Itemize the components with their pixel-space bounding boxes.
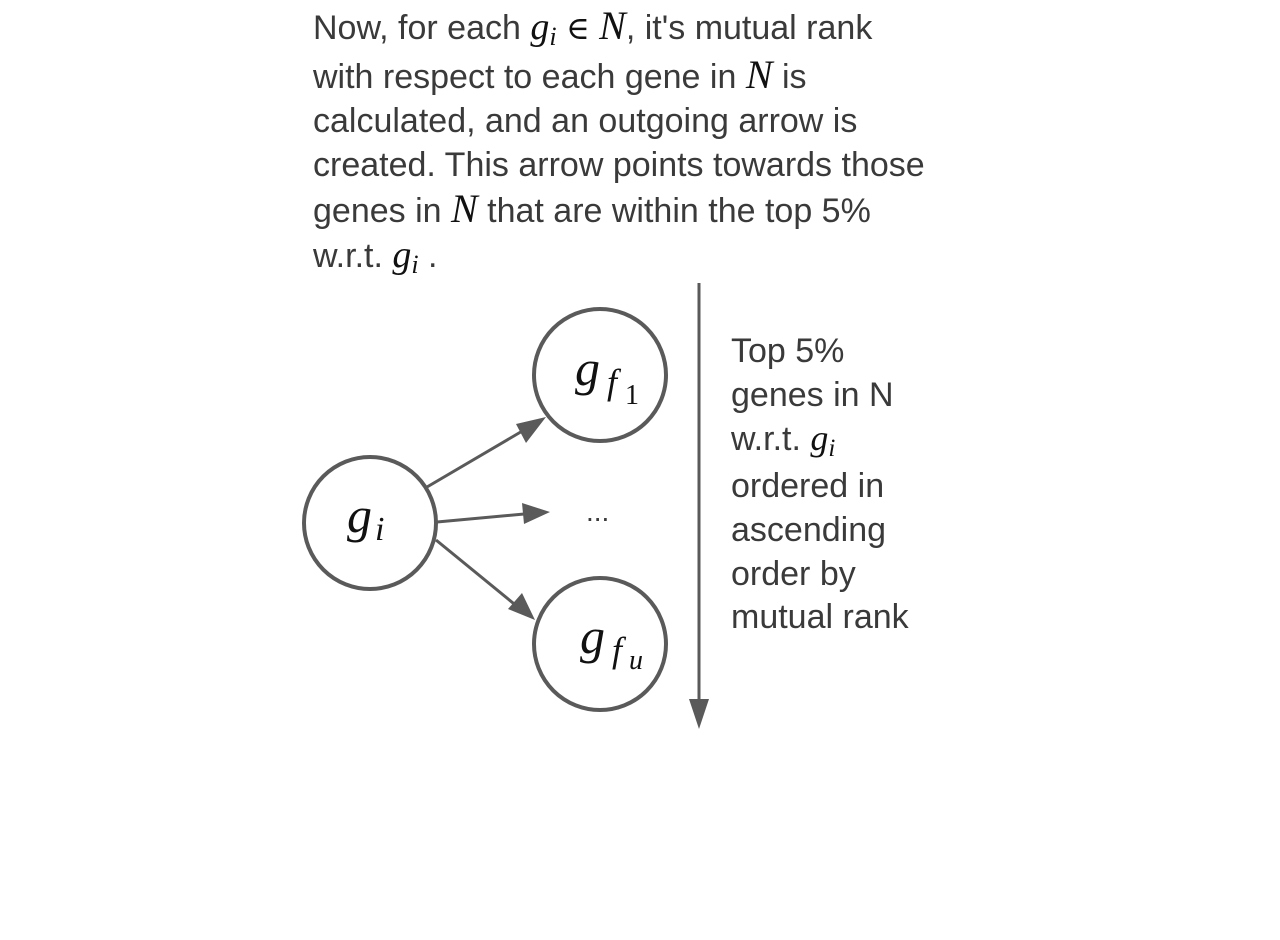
- math-sub-i: i: [828, 435, 836, 463]
- arrowhead-middle: [522, 503, 550, 524]
- text-segment: .: [418, 237, 438, 275]
- edge-to-middle: [436, 511, 536, 524]
- ranking-description: Top 5% genes in N w.r.t. gi ordered in a…: [731, 330, 909, 640]
- text-segment: w.r.t.: [313, 237, 393, 275]
- arrowhead-top: [516, 417, 546, 443]
- math-element-of: ∈: [566, 9, 590, 47]
- paragraph-line-2: with respect to each gene in N is: [313, 53, 983, 99]
- math-sub-i: i: [549, 22, 557, 51]
- math-N: N: [745, 52, 773, 97]
- side-line-7: mutual rank: [731, 598, 909, 637]
- side-line-2: genes in N: [731, 375, 894, 414]
- paragraph-line-1: Now, for each gi ∈ N, it's mutual rank: [313, 4, 983, 53]
- rank-axis-arrowhead: [689, 699, 709, 729]
- edge-to-bottom-node: [435, 538, 525, 614]
- side-line-3: w.r.t. gi: [731, 417, 909, 465]
- description-paragraph: Now, for each gi ∈ N, it's mutual rank w…: [313, 4, 983, 281]
- edge-to-top-node: [426, 421, 537, 489]
- node-gf1: [532, 307, 668, 443]
- math-N: N: [451, 186, 478, 231]
- ellipsis-label: ...: [586, 496, 609, 527]
- side-line-4: ordered in: [731, 467, 885, 506]
- paragraph-line-4: created. This arrow points towards those: [313, 146, 925, 184]
- text-segment: , it's mutual rank: [625, 9, 873, 47]
- paragraph-line-3: calculated, and an outgoing arrow is: [313, 102, 858, 140]
- text-segment: with respect to each gene in: [313, 58, 746, 96]
- paragraph-line-5: genes in N that are within the top 5%: [313, 187, 983, 233]
- arrowhead-bottom: [508, 593, 535, 620]
- paragraph-line-6: w.r.t. gi .: [313, 233, 983, 281]
- node-gi-label: gi: [347, 487, 384, 548]
- math-g: g: [530, 6, 550, 48]
- side-line-5: ascending: [731, 510, 887, 549]
- text-segment: genes in: [313, 192, 451, 230]
- node-gfu: [532, 576, 668, 712]
- math-g: g: [810, 418, 829, 459]
- text-segment: is: [772, 58, 807, 96]
- text-segment: Now, for each: [313, 9, 531, 47]
- side-line-1: Top 5%: [731, 332, 845, 370]
- side-line-6: order by: [731, 554, 856, 593]
- math-N: N: [599, 3, 626, 48]
- math-g: g: [392, 234, 412, 276]
- text-segment: that are within the top 5%: [477, 192, 871, 230]
- node-gi: [302, 455, 438, 591]
- math-sub-i: i: [411, 250, 419, 279]
- text-segment: w.r.t.: [731, 420, 811, 459]
